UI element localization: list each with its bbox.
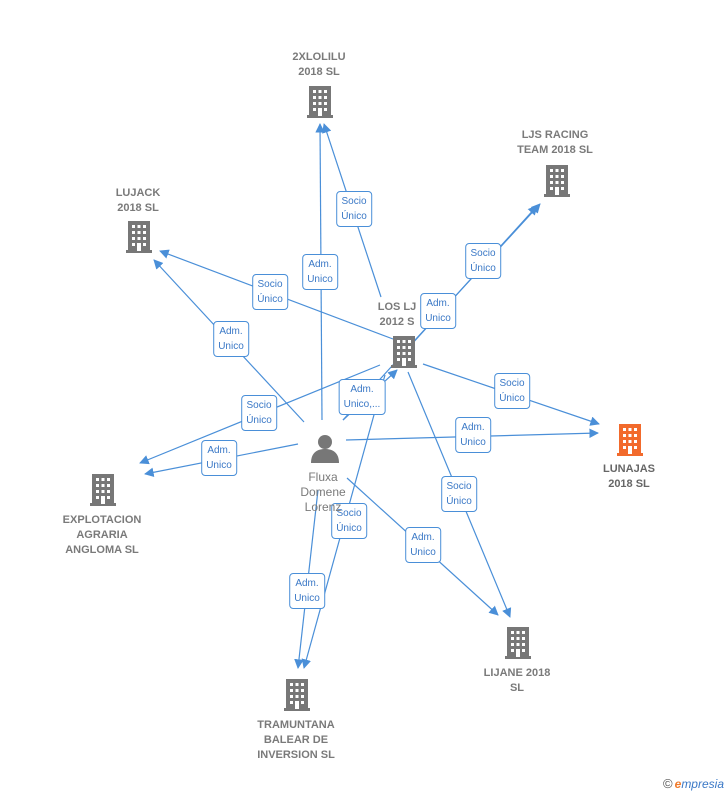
node-label-line: LOS LJ <box>377 301 417 313</box>
node-label-lunajas[interactable]: LUNAJAS 2018 SL <box>603 462 655 492</box>
edge-role-text: Único <box>257 294 283 305</box>
node-label-line: AGRARIA <box>76 529 128 541</box>
edge-role-text: Único <box>499 393 525 404</box>
node-label-explotacion[interactable]: EXPLOTACION AGRARIA ANGLOMA SL <box>63 513 142 558</box>
edge-role-text: Único <box>446 496 472 507</box>
copyright-symbol: © <box>663 776 673 791</box>
edge-role-label[interactable]: Adm. Unico <box>405 527 441 563</box>
node-label-line: EXPLOTACION <box>62 514 142 526</box>
node-label-line: 2018 SL <box>608 478 650 490</box>
edge-role-text: Adm. <box>350 384 374 395</box>
node-label-line: LJS RACING <box>521 129 589 141</box>
building-icon[interactable] <box>505 627 531 659</box>
edge-role-text: Adm. <box>411 532 435 543</box>
edge-role-text: Socio <box>246 400 272 411</box>
node-label-line: LIJANE 2018 <box>483 667 551 679</box>
node-label-line: 2012 S <box>379 316 415 328</box>
edge-role-text: Unico <box>294 593 320 604</box>
brand-initial: e <box>674 777 682 791</box>
building-icon[interactable] <box>284 679 310 711</box>
edge-role-text: Unico <box>425 313 451 324</box>
edge-role-text: Adm. <box>207 445 231 456</box>
edge-role-text: Unico,... <box>343 399 381 410</box>
edge-role-label[interactable]: Adm. Unico <box>213 321 249 357</box>
node-label-line: LUJACK <box>115 187 161 199</box>
brand-name: mpresia <box>681 777 724 791</box>
node-label-line: ANGLOMA SL <box>65 544 139 556</box>
node-label-line: Fluxa <box>308 470 338 484</box>
edge-role-text: Socio <box>257 279 283 290</box>
copyright-notice: ©empresia <box>663 776 724 791</box>
edge-role-text: Socio <box>336 508 362 519</box>
edge-role-label[interactable]: Adm. Unico <box>201 440 237 476</box>
building-icon[interactable] <box>90 474 116 506</box>
edge-role-text: Unico <box>460 437 486 448</box>
edge-role-label[interactable]: Adm. Unico <box>420 293 456 329</box>
building-icon[interactable] <box>391 336 417 368</box>
node-label-losljs[interactable]: LOS LJ 2012 S <box>378 300 417 330</box>
building-icon[interactable] <box>544 165 570 197</box>
building-icon[interactable] <box>617 424 643 456</box>
node-label-tramuntana[interactable]: TRAMUNTANA BALEAR DE INVERSION SL <box>257 718 335 763</box>
edge-role-text: Socio <box>499 378 525 389</box>
edge-role-label[interactable]: Adm. Unico <box>289 573 325 609</box>
node-label-line: 2018 SL <box>298 66 340 78</box>
edge-role-label[interactable]: Adm. Unico <box>455 417 491 453</box>
node-label-line: INVERSION SL <box>257 749 335 761</box>
edge-role-text: Unico <box>206 460 232 471</box>
node-label-2xlolilu[interactable]: 2XLOLILU 2018 SL <box>292 50 345 80</box>
node-label-line: LUNAJAS <box>603 463 655 475</box>
edge-role-text: Socio <box>470 248 496 259</box>
node-label-line: BALEAR DE <box>263 734 329 746</box>
building-icon[interactable] <box>126 221 152 253</box>
edge-role-text: Único <box>341 211 367 222</box>
node-label-lujack[interactable]: LUJACK 2018 SL <box>116 186 161 216</box>
node-label-line: Lorenz <box>304 500 342 514</box>
node-label-ljs[interactable]: LJS RACING TEAM 2018 SL <box>517 128 593 158</box>
building-icon[interactable] <box>307 86 333 118</box>
edge-role-text: Único <box>246 415 272 426</box>
edge-role-text: Adm. <box>461 422 485 433</box>
edge-role-text: Adm. <box>219 326 243 337</box>
edge-role-text: Adm. <box>295 578 319 589</box>
edge-role-text: Unico <box>218 341 244 352</box>
edge-role-label[interactable]: Adm. Unico,... <box>338 379 386 415</box>
node-label-line: TRAMUNTANA <box>257 719 335 731</box>
edge-role-text: Único <box>336 523 362 534</box>
node-label-line: TEAM 2018 SL <box>517 144 593 156</box>
edge-role-text: Adm. <box>308 259 332 270</box>
edge-role-text: Adm. <box>426 298 450 309</box>
edge-role-text: Unico <box>307 274 333 285</box>
node-label-line: 2018 SL <box>117 202 159 214</box>
edge-role-text: Unico <box>410 547 436 558</box>
node-label-line: SL <box>509 682 525 694</box>
node-label-line: Domene <box>300 485 346 499</box>
edge-role-text: Único <box>470 263 496 274</box>
person-icon[interactable] <box>311 435 339 463</box>
edge-role-label[interactable]: Adm. Unico <box>302 254 338 290</box>
edge-role-text: Socio <box>341 196 367 207</box>
node-label-line: 2XLOLILU <box>292 51 346 63</box>
edge-role-text: Socio <box>446 481 472 492</box>
